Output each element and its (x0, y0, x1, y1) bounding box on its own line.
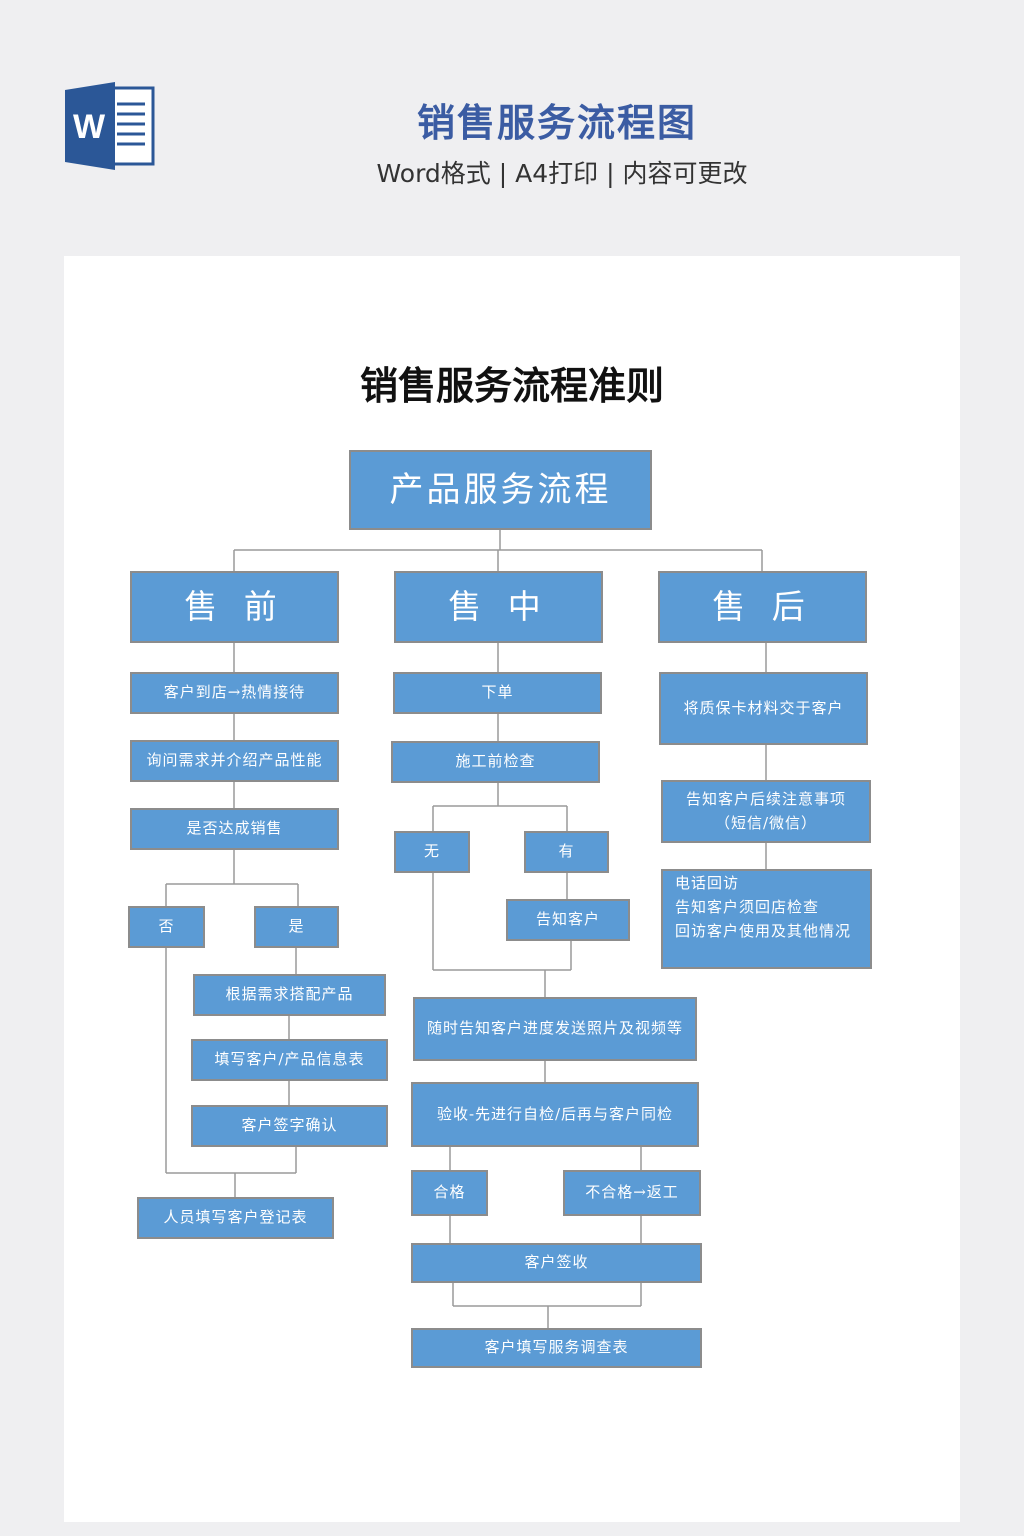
after-step-3: 电话回访 告知客户须回店检查 回访客户使用及其他情况 (661, 869, 872, 969)
after-step-2: 告知客户后续注意事项 （短信/微信） (661, 780, 871, 843)
after-step-2-line2: （短信/微信） (714, 813, 818, 832)
svg-text:W: W (73, 108, 106, 146)
document-title: 销售服务流程准则 (359, 364, 664, 408)
after-sale-header: 售 后 (658, 571, 867, 643)
pre-sale-header: 售 前 (130, 571, 339, 643)
mid-inspect-box: 验收-先进行自检/后再与客户同检 (411, 1082, 699, 1147)
mid-step-1: 下单 (393, 672, 602, 714)
mid-notify-box: 告知客户 (506, 899, 630, 941)
header-subtitle: Word格式 | A4打印 | 内容可更改 (376, 159, 748, 188)
pre-no-box: 否 (128, 906, 205, 948)
after-step-3-line3: 回访客户使用及其他情况 (675, 922, 852, 940)
pre-yes-step-2: 填写客户/产品信息表 (191, 1039, 388, 1081)
pre-step-2: 询问需求并介绍产品性能 (130, 740, 339, 782)
pre-final-box: 人员填写客户登记表 (137, 1197, 334, 1239)
word-logo-icon: W (65, 82, 155, 170)
mid-sign-box: 客户签收 (411, 1243, 702, 1283)
header-title: 销售服务流程图 (416, 101, 697, 145)
pre-yes-step-3: 客户签字确认 (191, 1105, 388, 1147)
mid-has-box: 有 (524, 831, 609, 873)
root-box: 产品服务流程 (349, 450, 652, 530)
in-sale-header: 售 中 (394, 571, 603, 643)
mid-fail-box: 不合格→返工 (563, 1170, 701, 1216)
after-step-2-line1: 告知客户后续注意事项 (685, 790, 846, 809)
pre-step-3: 是否达成销售 (130, 808, 339, 850)
mid-pass-box: 合格 (411, 1170, 488, 1216)
pre-step-1: 客户到店→热情接待 (130, 672, 339, 714)
after-step-3-line2: 告知客户须回店检查 (675, 898, 820, 916)
after-step-3-line1: 电话回访 (675, 874, 740, 892)
after-step-1: 将质保卡材料交于客户 (659, 672, 868, 745)
mid-survey-box: 客户填写服务调查表 (411, 1328, 702, 1368)
mid-progress-box: 随时告知客户进度发送照片及视频等 (413, 997, 697, 1061)
mid-step-2: 施工前检查 (391, 741, 600, 783)
pre-yes-step-1: 根据需求搭配产品 (193, 974, 386, 1016)
mid-none-box: 无 (394, 831, 470, 873)
pre-yes-box: 是 (254, 906, 339, 948)
